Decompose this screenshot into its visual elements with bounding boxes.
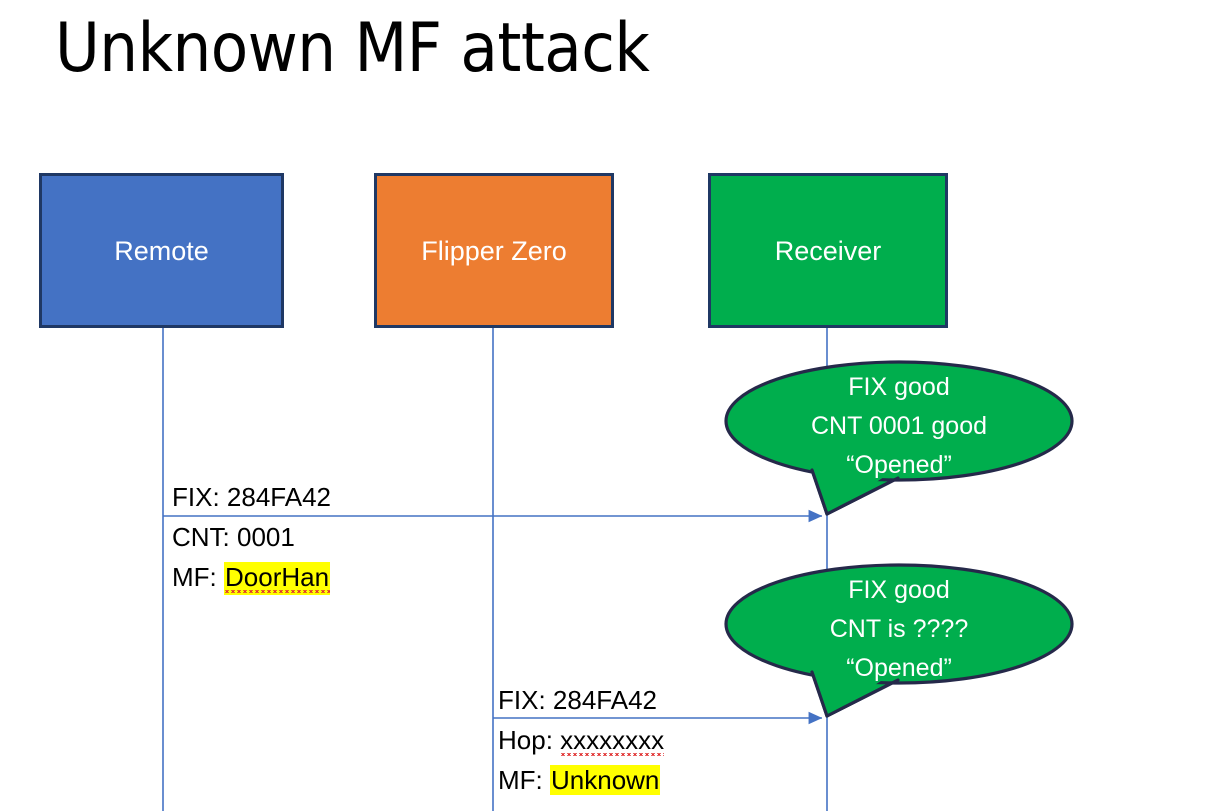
message-line-value: 284FA42 xyxy=(552,685,657,715)
actor-box-receiver[interactable]: Receiver xyxy=(708,173,948,328)
message-line-prefix: FIX: xyxy=(172,482,227,512)
actor-box-flipper-zero[interactable]: Flipper Zero xyxy=(374,173,614,328)
actor-label-receiver: Receiver xyxy=(774,235,882,266)
speech-bubble-receiver-response-2 xyxy=(724,563,1074,718)
message-label-flipper-to-receiver: FIX: 284FA42 Hop: xxxxxxxx MF: Unknown xyxy=(498,680,665,800)
message-line-value-highlighted: DoorHan xyxy=(224,562,330,595)
message-line: FIX: 284FA42 xyxy=(498,680,664,720)
actor-box-remote[interactable]: Remote xyxy=(39,173,284,328)
message-line: MF: DoorHan xyxy=(172,557,331,597)
message-line-prefix: Hop: xyxy=(498,725,561,755)
message-label-remote-to-receiver: FIX: 284FA42 CNT: 0001 MF: DoorHan xyxy=(172,477,331,597)
message-line: FIX: 284FA42 xyxy=(172,477,331,517)
message-line: Hop: xxxxxxxx xyxy=(498,720,665,760)
actor-label-remote: Remote xyxy=(114,235,209,266)
message-line: MF: Unknown xyxy=(498,760,664,800)
message-line-value-highlighted: Unknown xyxy=(550,765,661,795)
speech-bubble-receiver-response-1 xyxy=(724,360,1074,516)
message-line-value-misspelled: xxxxxxxx xyxy=(560,725,665,758)
message-line-prefix: FIX: xyxy=(498,685,553,715)
message-line-value: 284FA42 xyxy=(226,482,331,512)
message-line-prefix: MF: xyxy=(498,765,550,795)
message-line-prefix: CNT: xyxy=(172,522,237,552)
page-title: Unknown MF attack xyxy=(55,9,650,88)
actor-label-flipper-zero: Flipper Zero xyxy=(421,235,567,266)
message-line-prefix: MF: xyxy=(172,562,224,592)
message-line-value: 0001 xyxy=(237,522,295,552)
message-line: CNT: 0001 xyxy=(172,517,331,557)
